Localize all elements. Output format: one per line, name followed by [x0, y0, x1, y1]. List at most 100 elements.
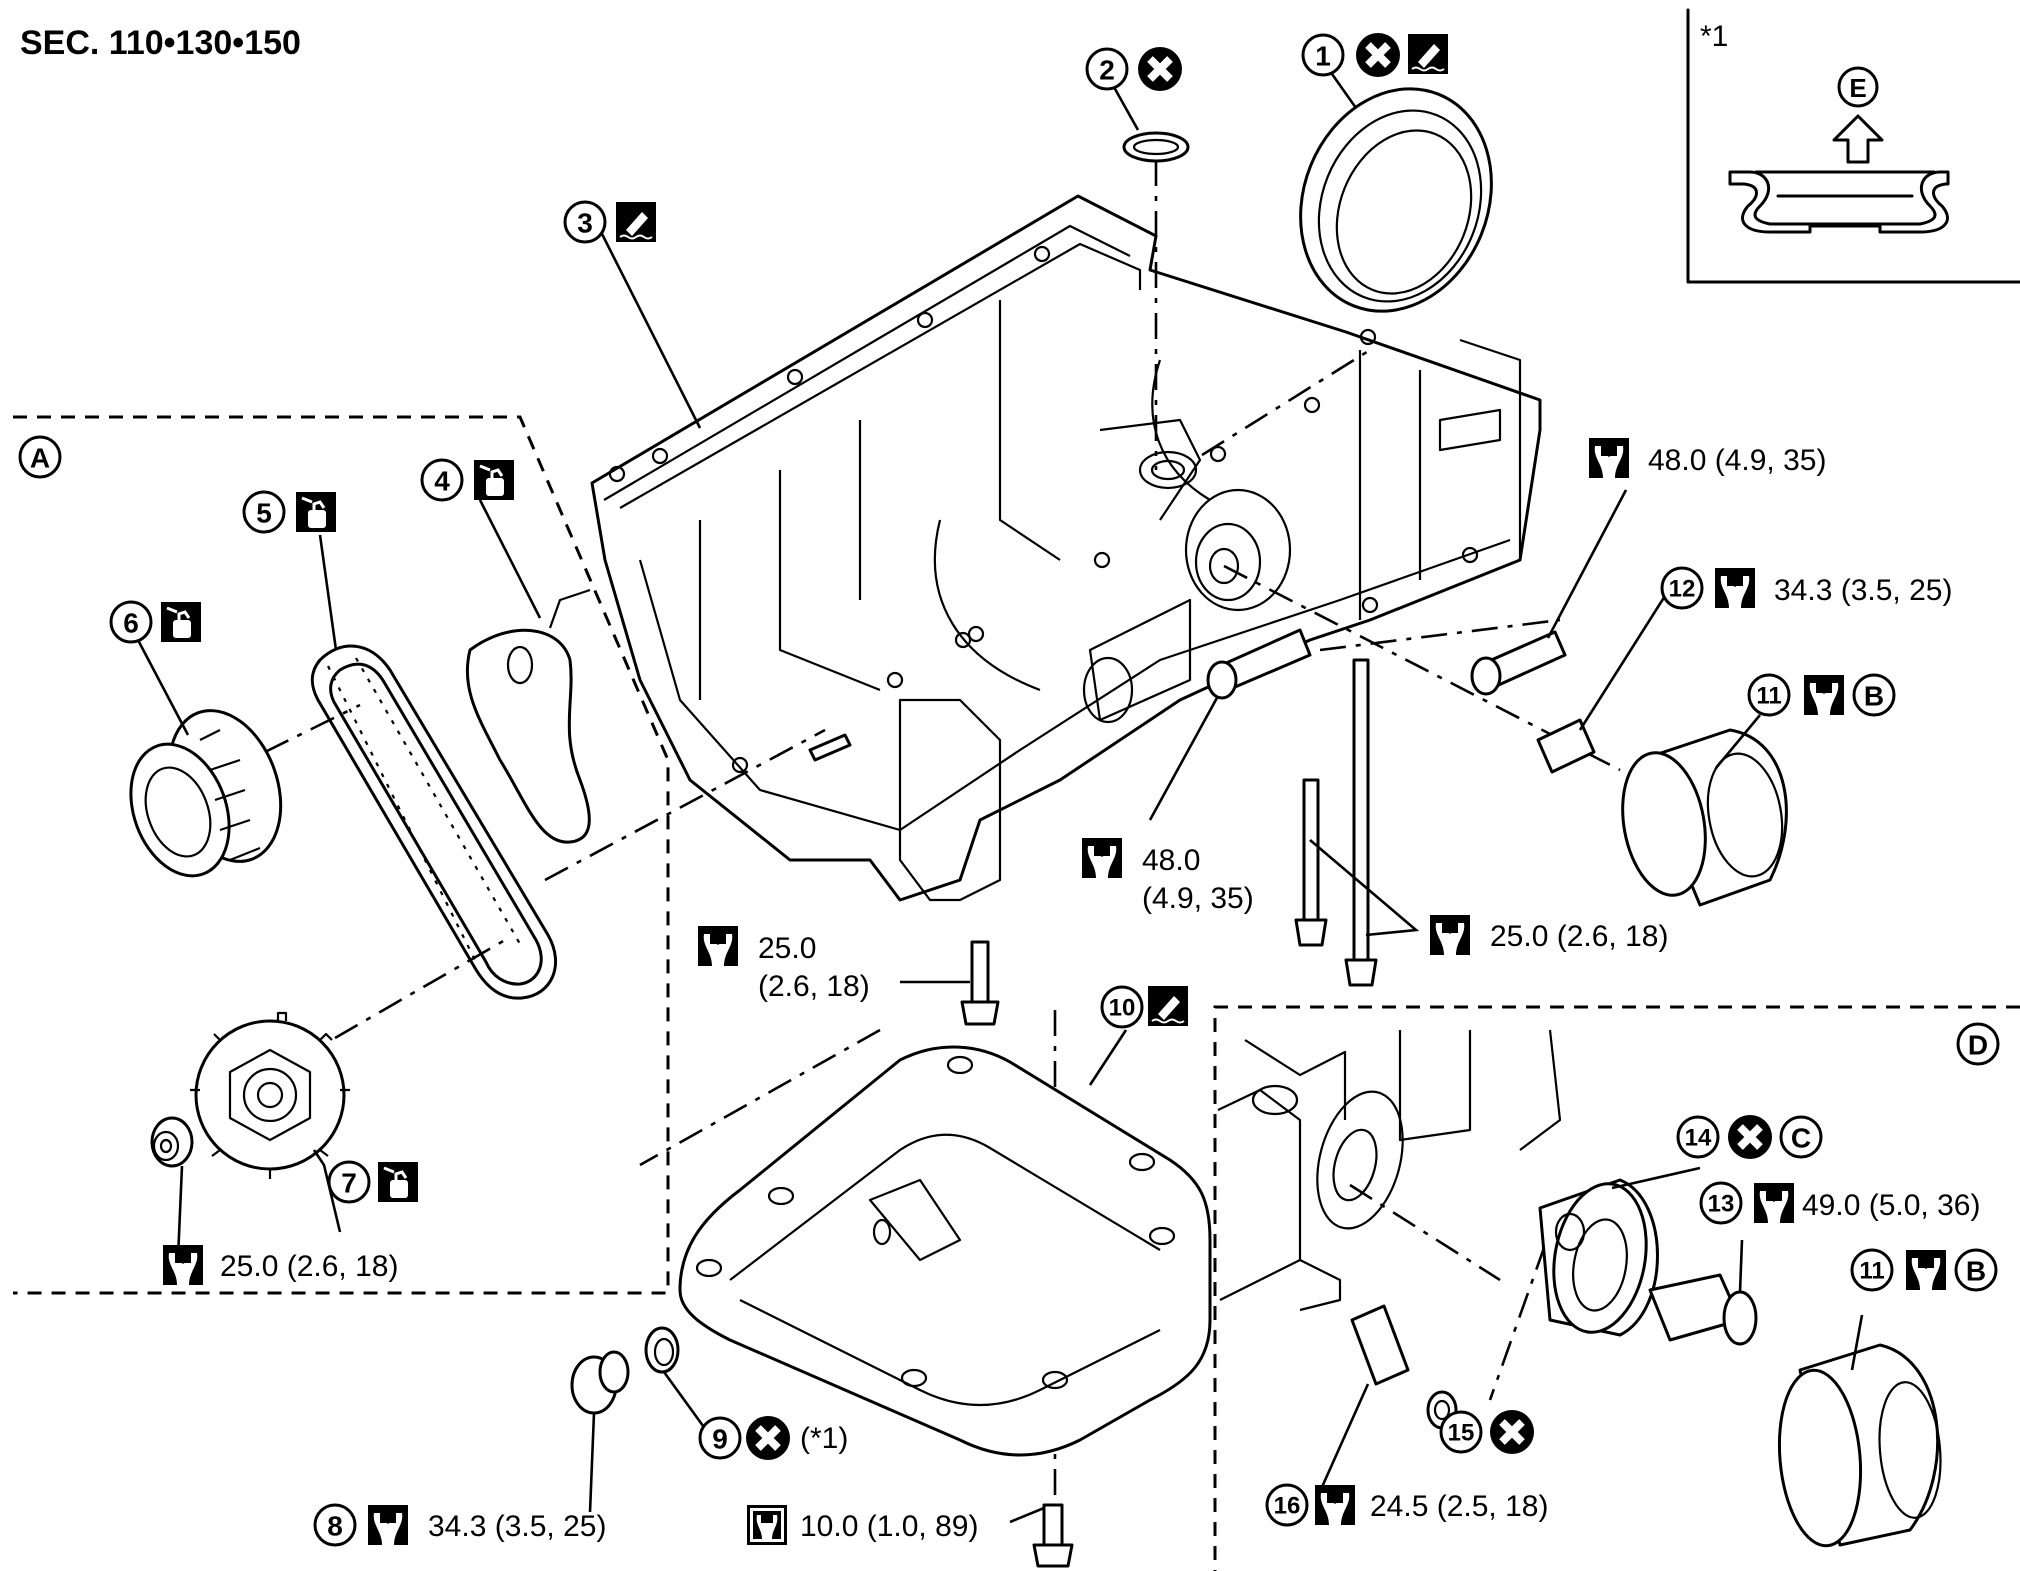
svg-text:48.0 (4.9, 35): 48.0 (4.9, 35)	[1648, 444, 1826, 477]
svg-text:14: 14	[1685, 1125, 1712, 1152]
filter-connector-bolt	[1536, 718, 1596, 774]
oil-can-icon	[159, 600, 203, 644]
torque-wrench-icon	[1715, 568, 1755, 608]
callout-6: 6	[109, 600, 203, 644]
callout-11-upper: 11 B	[1747, 673, 1896, 717]
callout-1: 1	[1301, 33, 1449, 77]
torque-wrench-framed-icon	[747, 1505, 787, 1545]
callout-8: 8 34.3 (3.5, 25)	[313, 1503, 606, 1547]
o-ring	[1122, 131, 1190, 163]
svg-text:48.0: 48.0	[1142, 844, 1200, 877]
long-bolt-2	[1344, 658, 1378, 987]
svg-text:12: 12	[1669, 576, 1696, 603]
callout-7: 7	[327, 1160, 420, 1204]
replace-icon	[746, 1416, 790, 1460]
torque-oil-pan-bolt: 10.0 (1.0, 89)	[747, 1505, 978, 1545]
crankshaft-sprocket	[190, 1011, 350, 1179]
pan-bolt-holes	[695, 1055, 1176, 1390]
torque-wrench-icon	[1906, 1250, 1946, 1290]
gasket-cross-section	[1728, 170, 1950, 234]
side-bolt	[1206, 628, 1312, 700]
callout-3: 3	[563, 200, 657, 244]
svg-text:8: 8	[327, 1511, 343, 1542]
torque-wrench-icon	[1804, 675, 1844, 715]
timing-chain	[310, 644, 558, 1000]
oil-pan-bolt	[1032, 1503, 1074, 1568]
callout-9: 9 (*1)	[698, 1416, 848, 1460]
oil-filter-upper	[1621, 728, 1788, 907]
oil-filter-lower	[1777, 1343, 1942, 1548]
callout-12: 12 34.3 (3.5, 25)	[1660, 566, 1952, 610]
torque-wrench-icon	[1082, 838, 1122, 878]
svg-text:15: 15	[1448, 1420, 1475, 1447]
svg-text:2: 2	[1099, 55, 1115, 86]
svg-text:B: B	[1966, 1256, 1986, 1287]
svg-text:4: 4	[434, 466, 450, 497]
svg-text:1: 1	[1315, 41, 1331, 72]
detail-d-housing	[1217, 1029, 1562, 1312]
callout-2: 2	[1085, 47, 1182, 91]
detail-letter-a-badge: A	[18, 435, 62, 479]
svg-text:(*1): (*1)	[800, 1422, 848, 1455]
torque-wrench-icon	[1430, 915, 1470, 955]
upper-oil-pan	[590, 194, 1542, 902]
arrow-up-icon	[1832, 114, 1884, 164]
oil-pump-drive-sprocket	[129, 709, 283, 878]
callout-5: 5	[242, 490, 338, 534]
replace-icon	[1728, 1115, 1772, 1159]
replace-icon	[1490, 1410, 1534, 1454]
svg-text:7: 7	[341, 1168, 357, 1199]
ref-letter-e-badge: E	[1837, 66, 1879, 108]
sealant-icon	[615, 201, 657, 243]
svg-text:(4.9, 35): (4.9, 35)	[1142, 882, 1254, 915]
svg-text:E: E	[1849, 73, 1866, 103]
torque-upper-right-bolt: 48.0 (4.9, 35)	[1589, 438, 1826, 478]
sealant-icon	[1407, 33, 1449, 75]
chain-tensioner	[465, 588, 591, 844]
callout-13: 13 49.0 (5.0, 36)	[1699, 1181, 1980, 1225]
section-title: SEC. 110•130•150	[20, 24, 301, 62]
connector-bolt	[1648, 1273, 1758, 1346]
lower-oil-pan	[678, 1045, 1212, 1457]
svg-text:24.5 (2.5, 18): 24.5 (2.5, 18)	[1370, 1490, 1548, 1523]
detail-box-a: A	[13, 415, 670, 1295]
bolt-holes	[608, 245, 1479, 774]
svg-text:10.0 (1.0, 89): 10.0 (1.0, 89)	[800, 1510, 978, 1543]
svg-text:C: C	[1791, 1123, 1811, 1154]
sealant-icon	[1147, 985, 1189, 1027]
svg-text:3: 3	[577, 208, 593, 239]
torque-wrench-icon	[1754, 1183, 1794, 1223]
inset-label: *1	[1700, 20, 1728, 53]
callout-15: 15	[1439, 1410, 1534, 1454]
svg-text:34.3 (3.5, 25): 34.3 (3.5, 25)	[1774, 574, 1952, 607]
torque-pan-front-bolt: 25.0 (2.6, 18)	[698, 926, 870, 1003]
torque-long-bolts: 25.0 (2.6, 18)	[1430, 915, 1668, 955]
callout-4: 4	[420, 458, 516, 502]
torque-wrench-icon	[698, 926, 738, 966]
detail-letter-d-badge: D	[1956, 1022, 2000, 1066]
svg-text:13: 13	[1708, 1191, 1735, 1218]
torque-sprocket-bolt: 25.0 (2.6, 18)	[163, 1245, 398, 1285]
replace-icon	[1138, 47, 1182, 91]
svg-text:B: B	[1864, 681, 1884, 712]
oil-can-icon	[376, 1160, 420, 1204]
svg-text:25.0: 25.0	[758, 932, 816, 965]
drain-plug	[570, 1350, 630, 1415]
torque-wrench-icon	[163, 1245, 203, 1285]
right-bolt	[1470, 630, 1567, 696]
inset-box-star1: *1 E	[1686, 8, 2020, 284]
svg-text:(2.6, 18): (2.6, 18)	[758, 970, 870, 1003]
svg-text:11: 11	[1756, 683, 1781, 710]
callout-10: 10	[1100, 985, 1189, 1029]
rear-oil-seal	[1299, 87, 1493, 313]
replace-icon	[1356, 33, 1400, 77]
svg-text:49.0 (5.0, 36): 49.0 (5.0, 36)	[1802, 1189, 1980, 1222]
oil-can-icon	[294, 490, 338, 534]
torque-wrench-icon	[1315, 1485, 1355, 1525]
svg-text:6: 6	[123, 608, 139, 639]
callout-14: 14 C	[1676, 1115, 1823, 1159]
torque-wrench-icon	[1589, 438, 1629, 478]
svg-text:11: 11	[1859, 1258, 1884, 1285]
svg-text:25.0 (2.6, 18): 25.0 (2.6, 18)	[220, 1250, 398, 1283]
